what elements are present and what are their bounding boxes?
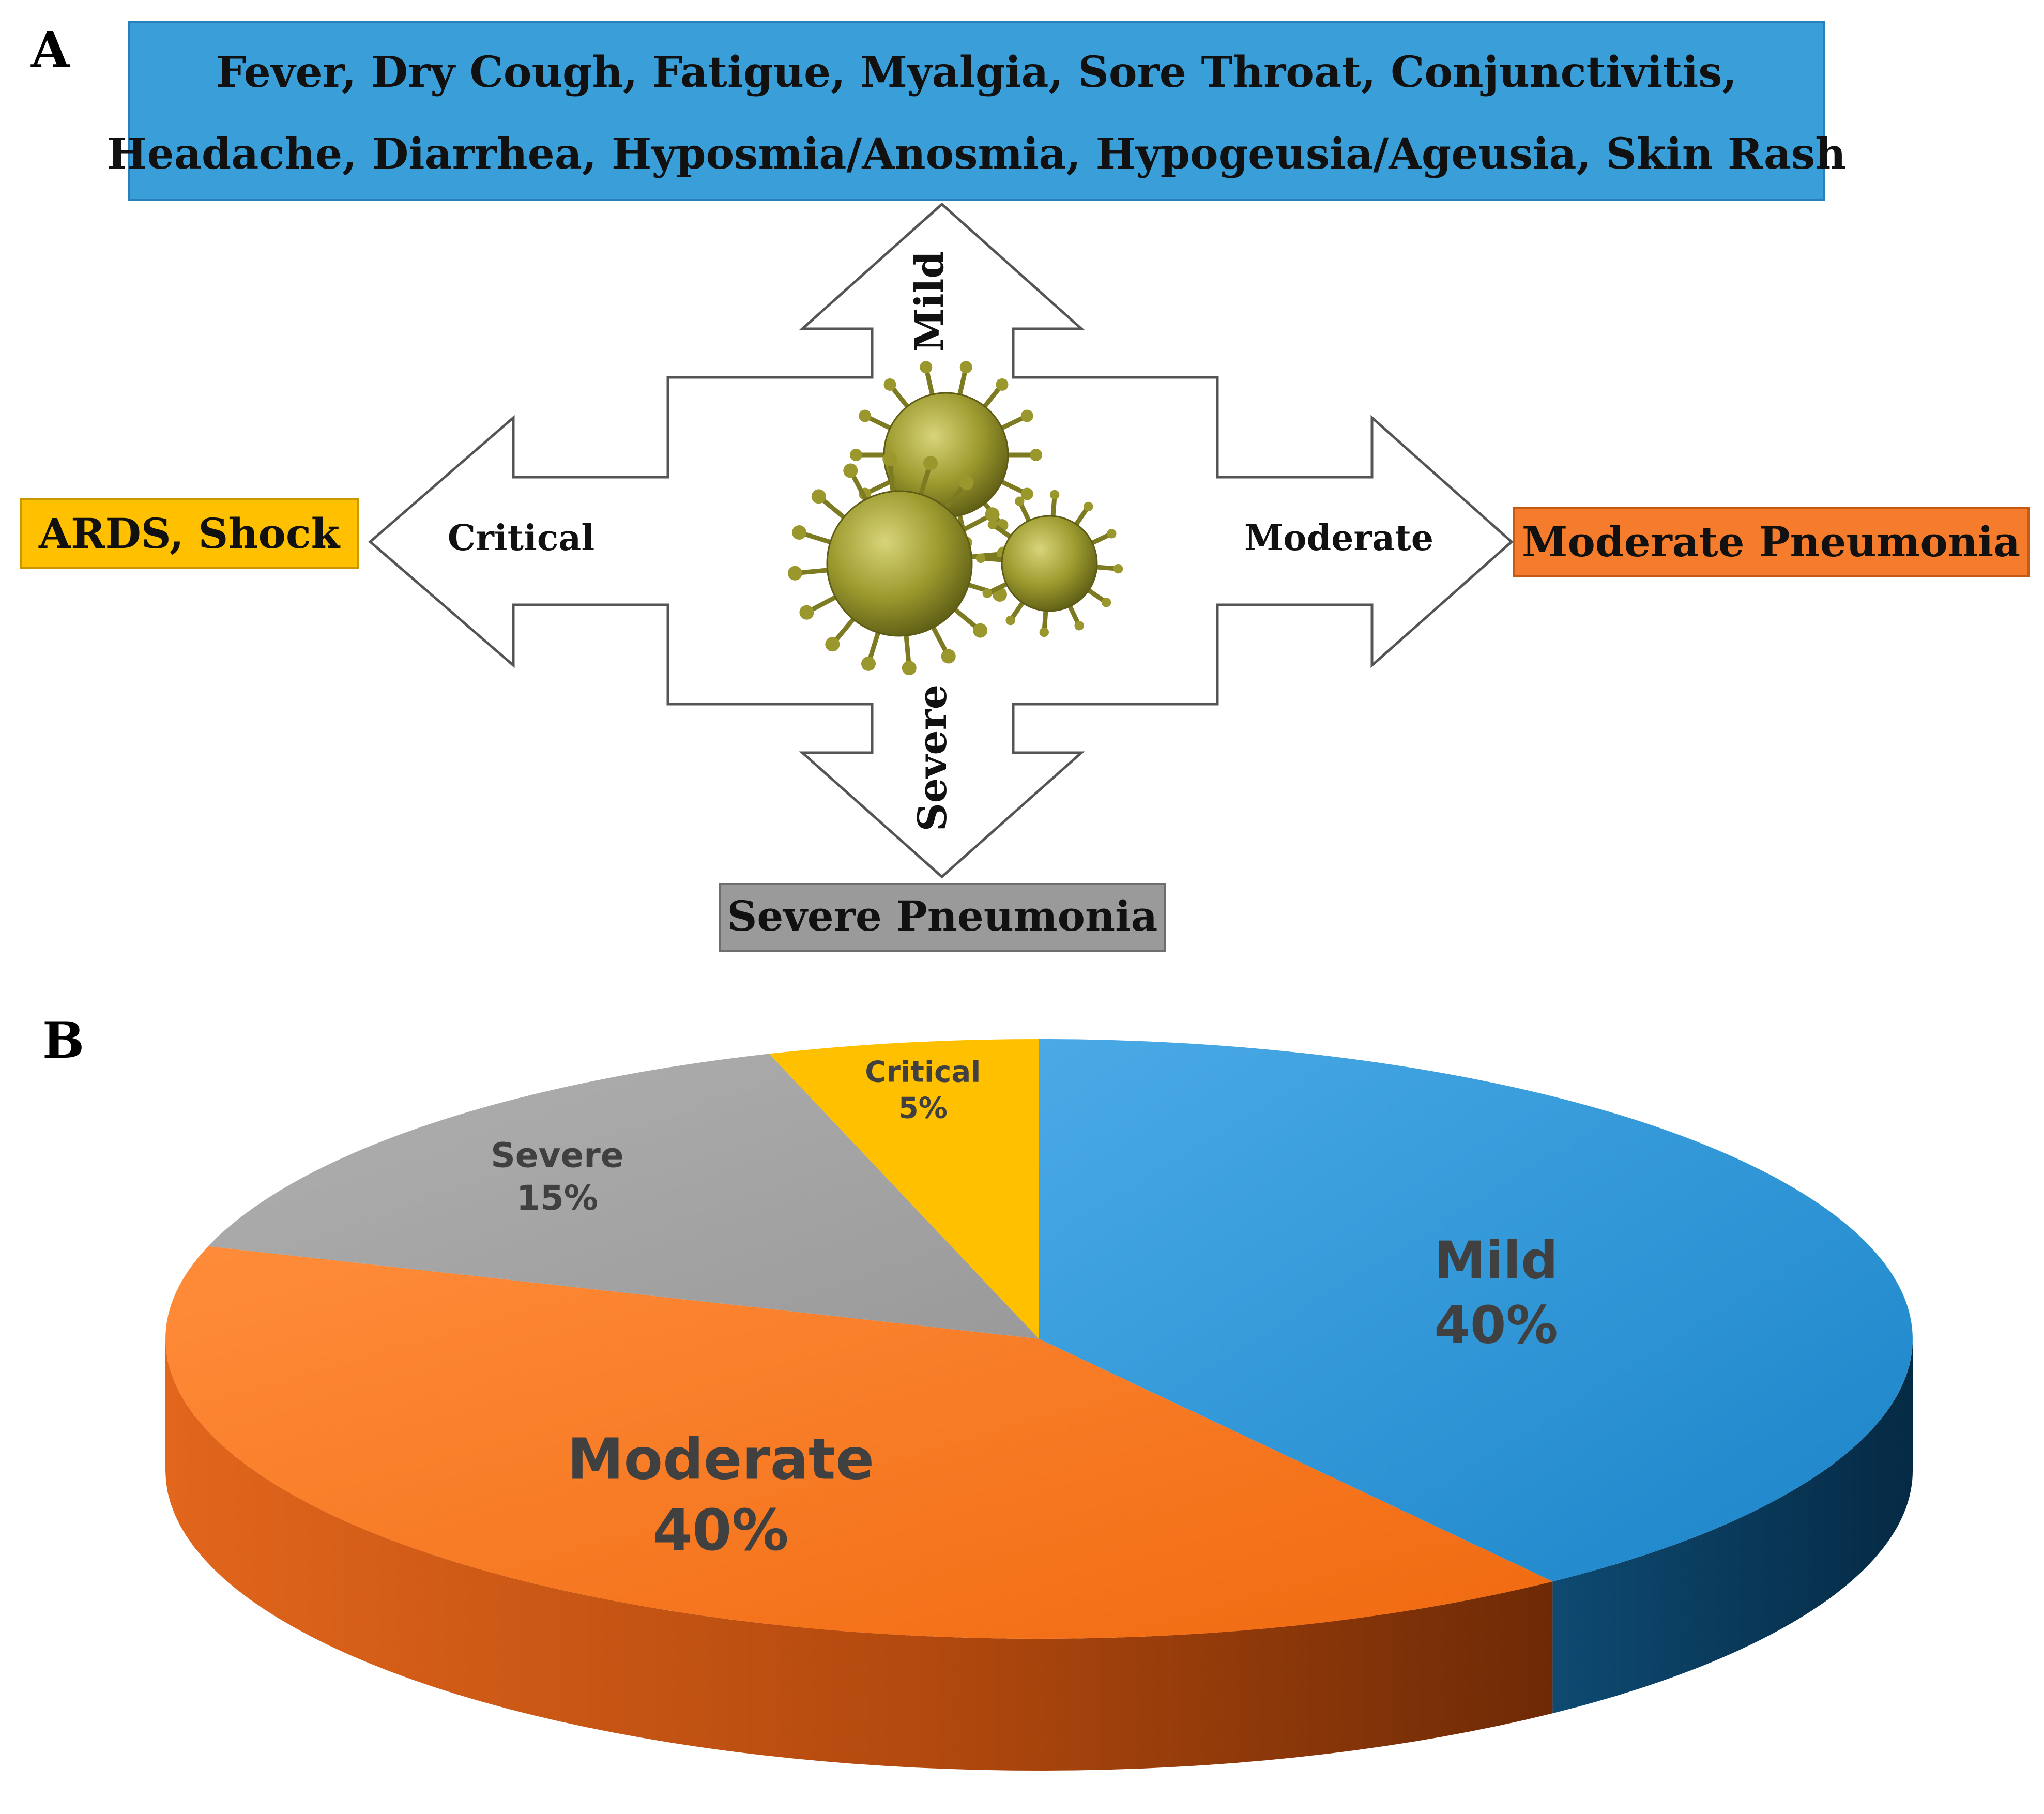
mild-symptoms-box-bg (128, 21, 1825, 201)
virus-spike-tip (1074, 621, 1084, 631)
arrow-label-mild: Mild (906, 251, 952, 352)
pie-chart-slices (165, 1039, 1913, 1639)
panel-b-label: B (42, 1011, 84, 1070)
virus-spike-tip (1020, 487, 1033, 500)
pie-value-severe: 15% (516, 1178, 598, 1218)
virus-icon (787, 361, 1123, 676)
virus-spike-tip (959, 361, 972, 374)
virus-spike-tip (861, 656, 876, 671)
panel-a-label: A (30, 21, 70, 79)
virus-spike-tip (811, 489, 826, 504)
arrow-label-critical: Critical (448, 517, 594, 559)
virus-spike-tip (941, 649, 956, 664)
mild-symptoms-line-2: Headache, Diarrhea, Hyposmia/Anosmia, Hy… (107, 129, 1846, 179)
pie-value-mild: 40% (1434, 1295, 1558, 1355)
mild-symptoms-box: Fever, Dry Cough, Fatigue, Myalgia, Sore… (107, 21, 1846, 201)
severe-outcome-text: Severe Pneumonia (727, 892, 1158, 940)
virus-spike-tip (843, 463, 858, 478)
pie-label-mild: Mild (1434, 1230, 1558, 1291)
virus-spike-tip (1107, 529, 1117, 539)
arrow-label-moderate: Moderate (1244, 517, 1433, 559)
virus-spike-tip (1113, 563, 1123, 574)
critical-outcome-box-bg (20, 498, 359, 569)
virus-spike-tip (975, 553, 986, 563)
pie-label-critical: Critical (865, 1056, 981, 1089)
virus-spike-tip (959, 475, 974, 490)
virus-spike-tip (1084, 501, 1093, 512)
virus-spike-tip (799, 605, 814, 620)
virus-spike-tip (825, 637, 840, 652)
moderate-outcome-box-bg (1513, 507, 2030, 577)
moderate-outcome-box: Moderate Pneumonia (1513, 507, 2030, 577)
virus-body (1001, 515, 1098, 612)
virus-spike-tip (985, 507, 1000, 522)
virus-spike-tip (920, 361, 933, 374)
virus-spike-tip (1020, 409, 1033, 422)
severe-outcome-box-bg (719, 883, 1166, 952)
pie-value-critical: 5% (898, 1092, 948, 1125)
pie-label-moderate: Moderate (567, 1426, 874, 1492)
critical-outcome-box: ARDS, Shock (20, 498, 359, 569)
severe-outcome-box: Severe Pneumonia (719, 883, 1166, 952)
virus-spike-tip (850, 449, 862, 461)
virus-spike-tip (1005, 615, 1015, 626)
virus-spike-tip (1030, 449, 1042, 461)
virus-spike-tip (1039, 627, 1049, 637)
virus-spike-tip (882, 451, 897, 466)
pie-slice-critical (769, 1039, 1039, 1339)
critical-outcome-text: ARDS, Shock (38, 509, 341, 558)
virus-spike-tip (1015, 496, 1025, 506)
virus-spike-tip (1049, 490, 1060, 500)
virus-spike-tip (902, 661, 917, 676)
virus-spike-tip (883, 378, 896, 391)
pie-side-moderate (165, 1339, 1553, 1771)
virus-spike-tip (1101, 598, 1111, 607)
mild-symptoms-line-1: Fever, Dry Cough, Fatigue, Myalgia, Sore… (216, 48, 1737, 97)
virus-spike-tip (859, 409, 872, 422)
moderate-outcome-text: Moderate Pneumonia (1522, 517, 2020, 566)
virus-particle (975, 490, 1123, 637)
pie-chart-sides (165, 1339, 1913, 1771)
virus-spike-tip (787, 566, 802, 581)
pie-label-severe: Severe (491, 1136, 623, 1176)
pie-slice-mild (1039, 1039, 1913, 1582)
virus-spike-tip (996, 378, 1009, 391)
virus-spike-tip (923, 456, 938, 471)
pie-side-mild (1552, 1339, 1913, 1714)
pie-slice-moderate (165, 1246, 1553, 1639)
virus-spike-tip (792, 525, 807, 540)
pie-slice-severe (208, 1054, 1040, 1339)
virus-spike-tip (973, 623, 988, 638)
pie-value-moderate: 40% (652, 1497, 788, 1563)
virus-spike-tip (987, 520, 998, 529)
virus-spike-tip (982, 588, 992, 598)
virus-body (826, 490, 973, 637)
arrow-label-severe: Severe (909, 684, 955, 831)
